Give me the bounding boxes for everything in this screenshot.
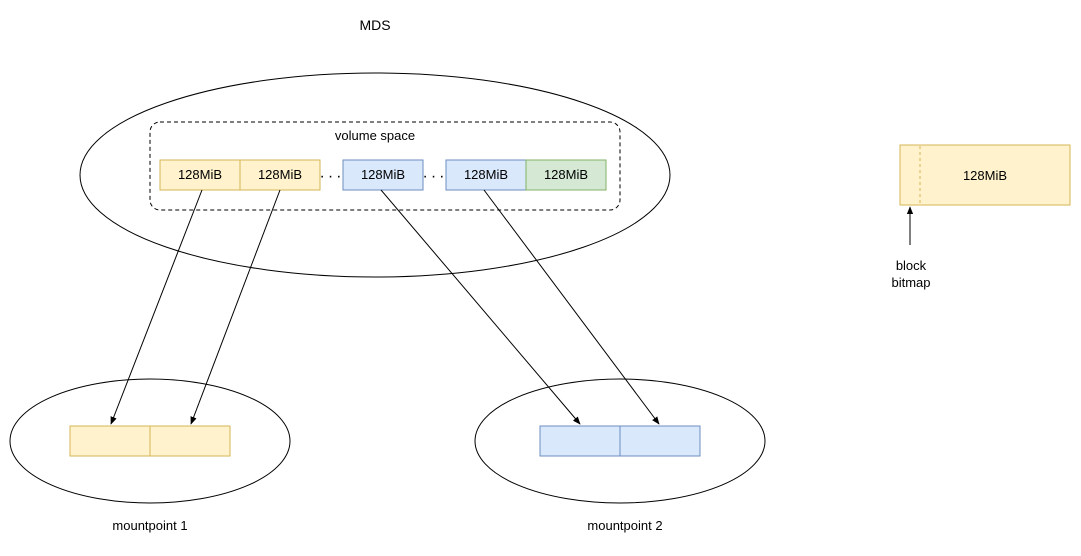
mountpoint-2-block	[619, 425, 701, 457]
mountpoint-1-block	[149, 425, 231, 457]
volume-block	[525, 159, 607, 191]
legend-block-label: 128MiB	[963, 168, 1007, 183]
volume-separator: ···	[320, 168, 345, 185]
volume-block-label: 128MiB	[258, 167, 302, 182]
volume-block-label: 128MiB	[544, 167, 588, 182]
volume-block-label: 128MiB	[178, 167, 222, 182]
mountpoint-1-label: mountpoint 1	[112, 518, 187, 533]
volume-blocks: 128MiB 128MiB ··· 128MiB ··· 128MiB 128M…	[159, 159, 607, 191]
mds-ellipse	[79, 72, 671, 278]
mountpoint-1-ellipse	[9, 378, 291, 504]
mountpoint-2-block	[539, 425, 621, 457]
volume-block	[239, 159, 321, 191]
mapping-arrow	[380, 189, 581, 425]
volume-space-container	[149, 121, 621, 211]
volume-block-label: 128MiB	[361, 167, 405, 182]
mountpoint-2-ellipse	[474, 378, 766, 504]
volume-block	[445, 159, 527, 191]
bitmap-label-line2: bitmap	[891, 275, 930, 290]
volume-separator: ···	[423, 168, 448, 185]
bitmap-label-line1: block	[896, 258, 927, 273]
legend-block	[899, 144, 1071, 206]
volume-block	[342, 159, 424, 191]
mds-label: MDS	[359, 17, 390, 33]
volume-space-label: volume space	[335, 128, 415, 143]
volume-block-label: 128MiB	[464, 167, 508, 182]
mountpoint-1-block	[69, 425, 151, 457]
mapping-arrow	[110, 189, 203, 425]
mountpoint-2-label: mountpoint 2	[587, 518, 662, 533]
mapping-arrow	[483, 189, 660, 425]
mapping-arrow	[190, 189, 281, 425]
